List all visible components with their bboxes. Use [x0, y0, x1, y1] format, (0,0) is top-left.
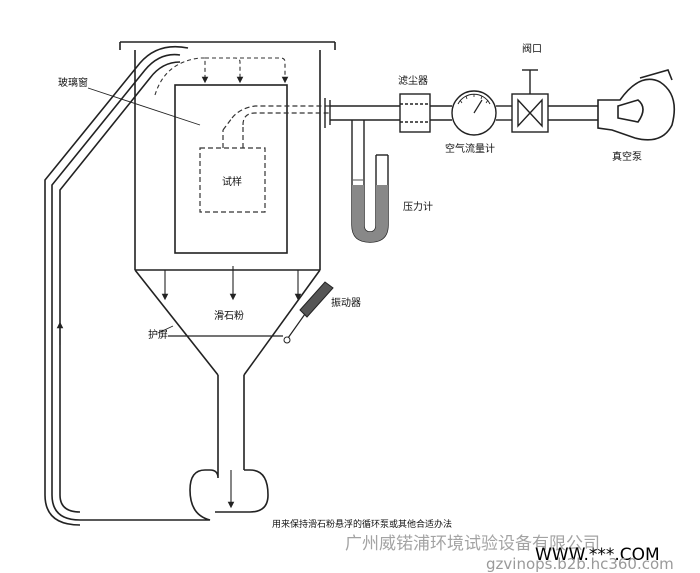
- label-vacuum-pump: 真空泵: [612, 150, 642, 163]
- vibrator: [283, 281, 334, 344]
- circulation-loop: [44, 45, 269, 526]
- label-air-flow-meter: 空气流量计: [445, 142, 495, 155]
- glass-window: [174, 84, 288, 254]
- chamber-lid: [119, 41, 336, 50]
- label-glass-window: 玻璃窗: [58, 76, 88, 89]
- hopper-arrows: [161, 266, 302, 509]
- pressure-gauge: [351, 120, 389, 243]
- dust-filter: [399, 93, 431, 133]
- label-dust-filter: 滤尘器: [398, 74, 428, 87]
- suction-pipe: [324, 98, 598, 128]
- label-specimen: 试样: [222, 175, 242, 188]
- top-flow-arrows: [154, 57, 289, 96]
- leader-lines: [87, 87, 201, 334]
- label-pressure-gauge: 压力计: [403, 200, 433, 213]
- label-talc-powder: 滑石粉: [214, 309, 244, 322]
- label-valve: 阀口: [522, 42, 542, 55]
- figure-caption: 用来保持滑石粉悬浮的循环泵或其他合适办法: [272, 518, 452, 530]
- valve: [511, 69, 549, 133]
- watermark-url: gzvinops.b2b.hc360.com: [486, 555, 674, 573]
- specimen-box: [199, 105, 330, 213]
- chamber-body: [134, 50, 321, 470]
- watermark-site: WWW.***.COM: [535, 545, 660, 565]
- air-flow-meter: [451, 90, 497, 136]
- vacuum-pump: [597, 69, 676, 141]
- label-guard-screen: 护屏: [148, 328, 168, 341]
- label-vibrator: 振动器: [331, 296, 361, 309]
- watermark-company: 广州威锘浦环境试验设备有限公司: [345, 534, 600, 554]
